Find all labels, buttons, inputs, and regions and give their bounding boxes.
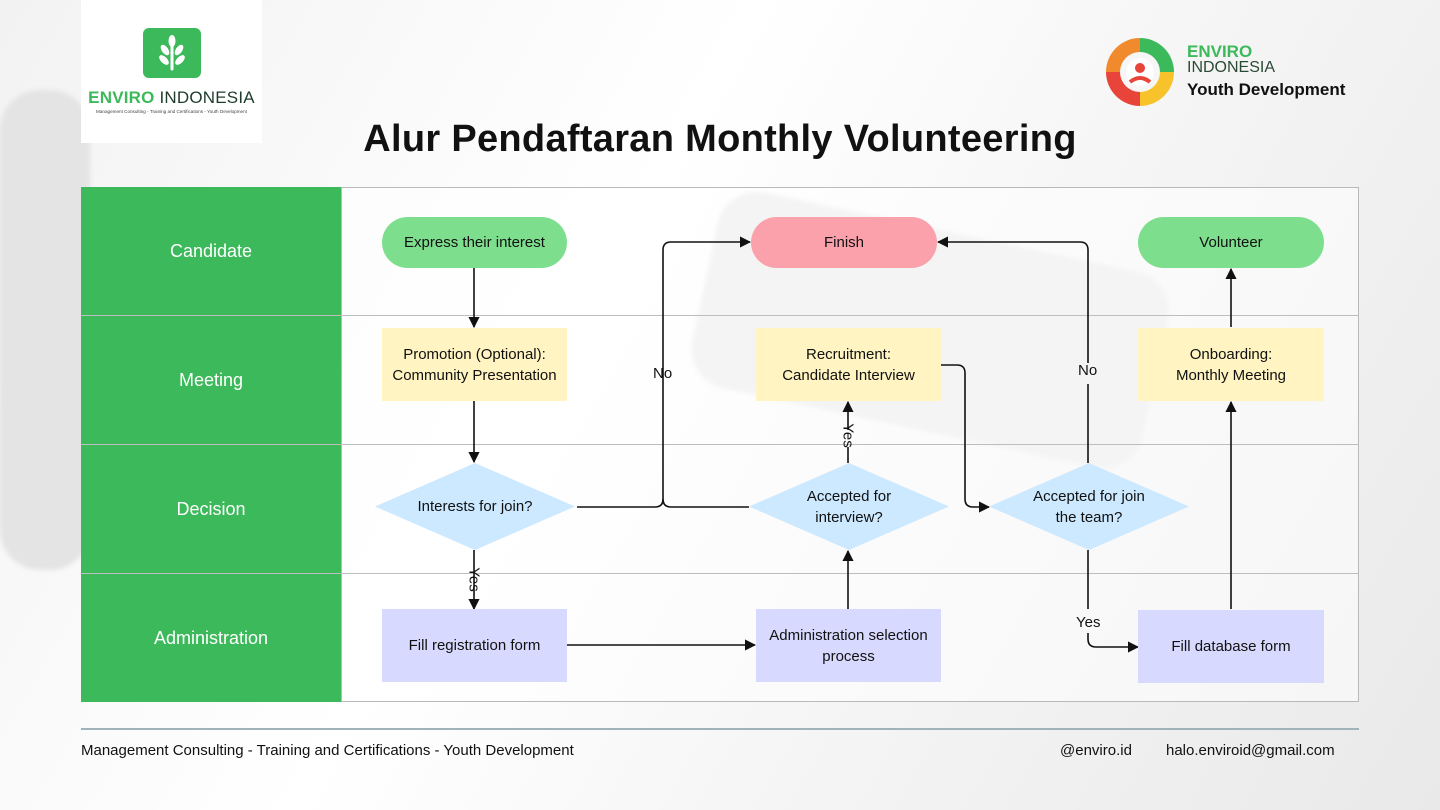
- node-accepted-team-line1: Accepted for join: [1033, 487, 1145, 505]
- page-title: Alur Pendaftaran Monthly Volunteering: [363, 118, 1077, 160]
- node-interests-decision: Interests for join?: [375, 463, 575, 550]
- lane-label-candidate: Candidate: [169, 241, 253, 261]
- lane-divider: [81, 573, 1359, 574]
- node-volunteer: Volunteer: [1138, 217, 1324, 268]
- edge-label-yes-join: Yes: [465, 567, 483, 592]
- brand-part2: INDONESIA: [154, 88, 255, 107]
- node-onboarding: Onboarding: Monthly Meeting: [1138, 328, 1324, 401]
- footer-services: Management Consulting - Training and Cer…: [81, 742, 574, 759]
- node-interests-text: Interests for join?: [417, 498, 533, 515]
- node-finish: Finish: [751, 217, 937, 268]
- logo-line1: ENVIRO: [1187, 42, 1253, 61]
- edge-label-no-right: No: [1078, 362, 1098, 379]
- lane-label-meeting: Meeting: [178, 370, 244, 390]
- background-shadow-shape: [0, 90, 90, 570]
- swimlane-diagram: Candidate Meeting Decision Administratio…: [81, 187, 1359, 702]
- footer-social-handle[interactable]: @enviro.id: [1060, 742, 1132, 759]
- logo-line3: Youth Development: [1187, 80, 1346, 99]
- lane-label-decision: Decision: [176, 499, 246, 519]
- node-recruitment: Recruitment: Candidate Interview: [756, 328, 941, 401]
- brand-name: ENVIRO INDONESIA: [81, 88, 262, 108]
- leaf-icon: [142, 28, 201, 78]
- node-promotion-line2: Community Presentation: [392, 366, 557, 384]
- edge-label-no-left: No: [653, 365, 673, 382]
- footer-email[interactable]: halo.enviroid@gmail.com: [1166, 742, 1335, 759]
- node-admin-selection-line1: Administration selection: [769, 626, 928, 644]
- youth-development-emblem-icon: [1106, 38, 1174, 106]
- node-accepted-team-decision: Accepted for join the team?: [989, 463, 1189, 550]
- node-recruitment-line2: Candidate Interview: [782, 366, 915, 384]
- node-admin-selection: Administration selection process: [756, 609, 941, 682]
- footer-divider: [81, 728, 1359, 730]
- lane-divider: [81, 444, 1359, 445]
- brand-tagline: Management Consulting - Training and Cer…: [96, 109, 247, 114]
- node-accepted-interview-line2: interview?: [815, 508, 883, 526]
- lane-divider: [81, 315, 1359, 316]
- node-promotion-line1: Promotion (Optional):: [403, 345, 546, 363]
- node-admin-selection-line2: process: [822, 647, 875, 665]
- logo-line2: INDONESIA: [1187, 59, 1276, 76]
- node-accepted-interview-line1: Accepted for: [806, 487, 892, 505]
- edge-label-yes-team: Yes: [1076, 614, 1101, 631]
- node-accepted-interview-text: Accepted for interview?: [749, 463, 949, 550]
- node-fill-database: Fill database form: [1138, 610, 1324, 683]
- lane-label-administration: Administration: [153, 628, 269, 648]
- edge-label-yes-interview: Yes: [839, 423, 857, 448]
- node-express-interest: Express their interest: [382, 217, 567, 268]
- node-accepted-team-text: Accepted for join the team?: [989, 463, 1189, 550]
- node-promotion: Promotion (Optional): Community Presenta…: [382, 328, 567, 401]
- node-recruitment-line1: Recruitment:: [805, 345, 892, 363]
- node-onboarding-line1: Onboarding:: [1189, 345, 1273, 363]
- node-onboarding-line2: Monthly Meeting: [1175, 366, 1287, 384]
- node-accepted-interview-decision: Accepted for interview?: [749, 463, 949, 550]
- brand-part1: ENVIRO: [88, 88, 155, 107]
- youth-development-logo: ENVIRO INDONESIA Youth Development: [1102, 34, 1362, 110]
- enviro-indonesia-logo: ENVIRO INDONESIA Management Consulting -…: [81, 0, 262, 143]
- node-accepted-team-line2: the team?: [1055, 508, 1123, 526]
- node-fill-registration: Fill registration form: [382, 609, 567, 682]
